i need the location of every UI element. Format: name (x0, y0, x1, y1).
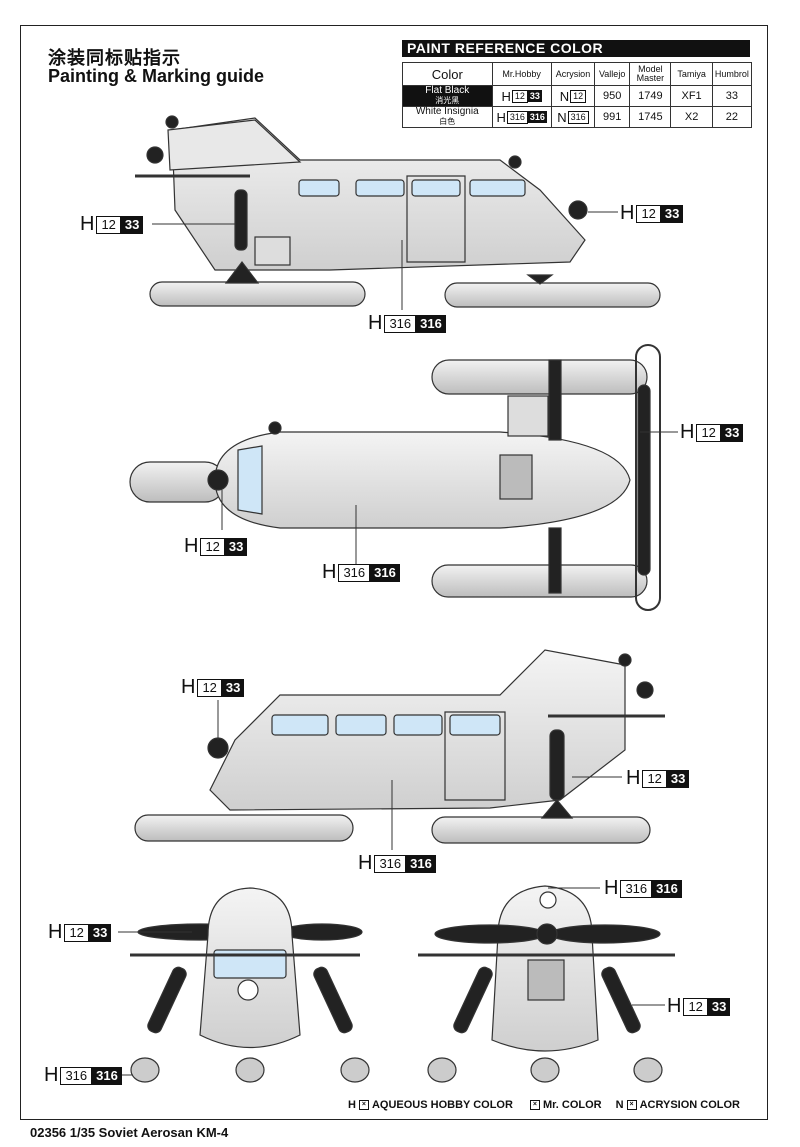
n-number: 12 (570, 89, 587, 103)
model-master-cell: 1745 (629, 106, 672, 128)
color-legend: H×AQUEOUS HOBBY COLOR ×Mr. COLOR N×ACRYS… (348, 1099, 740, 1111)
propeller-hub (146, 146, 164, 164)
window (298, 179, 340, 197)
vallejo-cell: 991 (594, 106, 631, 128)
side-view-left (134, 649, 665, 844)
col-vallejo: Vallejo (594, 62, 631, 86)
hull-top (214, 431, 631, 529)
propeller (637, 384, 651, 576)
col-color: Color (402, 62, 493, 86)
legend-mr-color: ×Mr. COLOR (527, 1099, 602, 1111)
windscreen (237, 445, 263, 515)
color-name: White Insignia (415, 106, 479, 117)
page-frame (20, 25, 768, 1120)
ski-rear (431, 816, 651, 844)
n-prefix: N (557, 109, 567, 125)
h-number: 316 (506, 110, 528, 124)
legend-aqueous: H×AQUEOUS HOBBY COLOR (348, 1099, 513, 1111)
propeller (434, 924, 546, 944)
table-header-row: Color Mr.Hobby Acrysion Vallejo Model Ma… (402, 62, 753, 86)
window (271, 714, 329, 736)
h-code: 316 (527, 111, 547, 123)
side-view-right (135, 115, 661, 308)
engine-cowl (167, 119, 302, 171)
leader-lines (112, 211, 678, 1076)
footer-title: 02356 1/35 Soviet Aerosan KM-4 (30, 1125, 229, 1140)
color-name: Flat Black (425, 85, 470, 96)
window (469, 179, 526, 197)
front-view (130, 887, 370, 1083)
rear-view (418, 885, 675, 1083)
humbrol-cell: 22 (711, 106, 753, 128)
h-code: 33 (527, 90, 542, 102)
ski-front (134, 814, 354, 842)
headlight (237, 979, 259, 1001)
strut (549, 729, 565, 801)
prop-guard (635, 344, 661, 611)
headlight (207, 737, 229, 759)
color-name-cn: 消光黑 (435, 96, 460, 105)
col-humbrol: Humbrol (711, 62, 753, 86)
engine-grille (527, 959, 565, 1001)
windscreen (213, 949, 287, 979)
strut (234, 189, 248, 251)
color-name-cell: White Insignia 白色 (402, 106, 493, 128)
title-chinese: 涂装同标贴指示 (48, 48, 181, 68)
headlight (568, 200, 588, 220)
window (335, 714, 387, 736)
door (444, 711, 506, 801)
legend-acrysion: N×ACRYSION COLOR (615, 1099, 740, 1111)
door (406, 175, 466, 263)
h-number: 12 (511, 89, 528, 103)
ski-bottom (431, 564, 648, 598)
engine-grille (499, 454, 533, 500)
window (393, 714, 443, 736)
color-name-cn: 白色 (439, 117, 456, 126)
window (411, 179, 461, 197)
n-number: 316 (567, 110, 589, 124)
paint-reference-heading: PAINT REFERENCE COLOR (402, 40, 750, 57)
paint-reference-table: Color Mr.Hobby Acrysion Vallejo Model Ma… (402, 62, 753, 128)
ski-top (431, 359, 648, 395)
ski-front (444, 282, 661, 308)
n-prefix: N (559, 88, 570, 104)
tank (254, 236, 291, 266)
propeller-hub (636, 681, 654, 699)
h-prefix: H (501, 88, 511, 104)
tamiya-cell: X2 (670, 106, 713, 128)
h-prefix: H (496, 109, 506, 125)
window (355, 179, 405, 197)
tank (507, 395, 549, 437)
col-acrysion: Acrysion (550, 62, 596, 86)
title-english: Painting & Marking guide (48, 66, 265, 86)
ski-rear (149, 281, 366, 307)
window (449, 714, 501, 736)
